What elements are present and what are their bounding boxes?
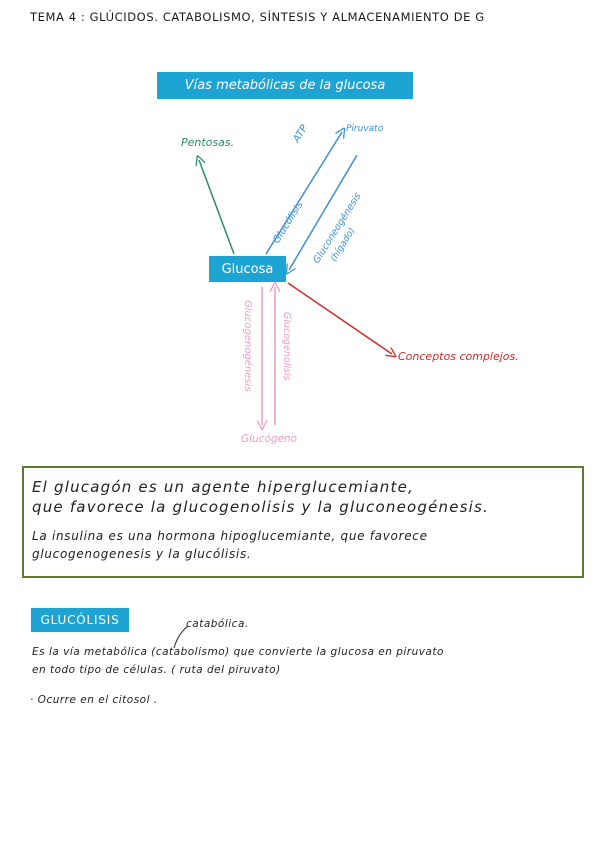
box-line-3: La insulina es una hormona hipoglucemian…: [32, 529, 428, 543]
glucolisis-line-3: · Ocurre en el citosol .: [30, 694, 158, 706]
page-title: TEMA 4 : GLÚCIDOS. CATABOLISMO, SÍNTESIS…: [30, 10, 485, 24]
atp-label: ATP: [291, 122, 311, 145]
box-line-2: que favorece la glucogenolisis y la gluc…: [32, 498, 490, 516]
note-pointer-line: [173, 625, 189, 649]
gluconeogenesis-arrow: [289, 154, 358, 270]
glucogeno-label: Glucógeno: [241, 433, 297, 445]
glucogenolisis-label: Glucogenolisis: [281, 312, 292, 381]
complejos-label: Conceptos complejos.: [398, 350, 519, 363]
glucolisis-heading: GLUCÓLISIS: [31, 608, 129, 632]
glucolisis-arrow: [265, 132, 342, 255]
box-line-4: glucogenogenesis y la glucólisis.: [32, 547, 252, 561]
glucolisis-line-1: Es la vía metabólica (catabolismo) que c…: [32, 646, 444, 658]
complejos-arrow: [287, 282, 392, 354]
glucolisis-line-2: en todo tipo de células. ( ruta del piru…: [32, 664, 281, 676]
catabolica-note: catabólica.: [186, 618, 249, 630]
piruvato-label: Piruvato: [346, 124, 384, 134]
pentosas-arrow: [199, 160, 235, 255]
hormones-box: El glucagón es un agente hiperglucemiant…: [22, 466, 584, 578]
pentosas-label: Pentosas.: [181, 136, 234, 149]
diagram-banner: Vías metabólicas de la glucosa: [157, 72, 413, 99]
metabolic-pathways-diagram: Pentosas. ATP Piruvato Glucólisis Glucon…: [181, 122, 519, 445]
glucosa-node: Glucosa: [209, 256, 286, 282]
glucolisis-label: Glucólisis: [270, 199, 305, 245]
glucogenogenesis-label: Glucogenogénesis: [242, 300, 254, 392]
box-line-1: El glucagón es un agente hiperglucemiant…: [32, 478, 414, 496]
